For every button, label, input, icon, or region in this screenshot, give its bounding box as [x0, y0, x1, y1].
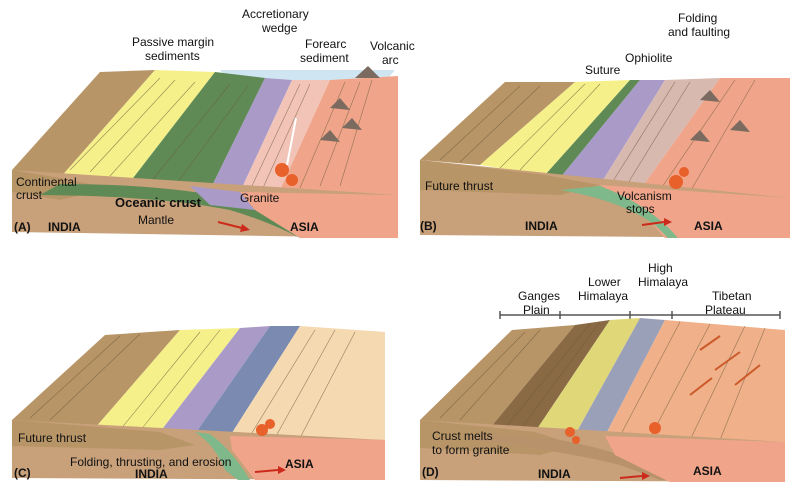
- wedge-section: [190, 186, 255, 210]
- purple-surface-c: [160, 326, 270, 434]
- lower-himalaya-surface: [490, 320, 610, 432]
- underthrust-slab: [470, 434, 680, 480]
- granite-icon: [275, 117, 298, 186]
- label-asia-a: ASIA: [290, 220, 319, 234]
- label-suture: Suture: [585, 63, 621, 77]
- india-section-b: [420, 160, 600, 195]
- oceanic-crust-surface: [130, 72, 265, 190]
- asia-section: [240, 192, 398, 238]
- label-granite: Granite: [240, 191, 280, 205]
- yellow-surface-d: [535, 318, 640, 435]
- asia-surface-b: [640, 78, 790, 198]
- motion-arrow-d: [619, 475, 643, 479]
- motion-arrow: [217, 221, 243, 229]
- surface-texture-d: [439, 321, 766, 441]
- granite-icon-d: [565, 422, 661, 444]
- passive-margin-surface: [60, 70, 215, 182]
- arrow-head-c: [278, 466, 286, 474]
- motion-arrow-c: [254, 469, 279, 473]
- granite-icon-b: [669, 167, 689, 189]
- ganges-surface: [420, 325, 575, 428]
- label-future-thrust-b: Future thrust: [425, 179, 494, 193]
- yellow-surface-c: [95, 328, 240, 432]
- label-asia-b: ASIA: [694, 219, 723, 233]
- panel-c: Future thrust Folding, thrusting, and er…: [12, 326, 385, 481]
- label-india-b: INDIA: [525, 219, 558, 233]
- label-future-thrust-c: Future thrust: [18, 431, 87, 445]
- panel-letter-a: (A): [14, 220, 31, 234]
- asia-section-b: [600, 185, 790, 238]
- label-india-d: INDIA: [538, 467, 571, 481]
- continental-shelf-surface: [12, 70, 155, 178]
- accretionary-wedge-surface: [210, 78, 292, 192]
- arrow-head: [240, 224, 250, 232]
- surface-texture-c: [29, 329, 356, 439]
- label-mantle: Mantle: [138, 213, 174, 227]
- asia-section-d: [605, 436, 785, 482]
- label-asia-c: ASIA: [285, 457, 314, 471]
- motion-arrow-b: [641, 221, 665, 226]
- panel-letter-c: (C): [14, 466, 31, 480]
- india-surface-b: [420, 82, 575, 165]
- yellow-surface-b: [480, 80, 630, 175]
- label-ophiolite: Ophiolite: [625, 51, 673, 65]
- arrow-head-d: [642, 472, 650, 480]
- tibet-surface: [605, 320, 785, 442]
- panel-letter-b: (B): [420, 219, 437, 233]
- india-section-c: [12, 420, 195, 450]
- india-surface-c: [12, 330, 180, 428]
- asia-section-c: [230, 436, 385, 480]
- label-oceanic-crust: Oceanic crust: [115, 195, 202, 210]
- volcano-icons: [320, 66, 380, 142]
- panel-letter-d: (D): [422, 465, 439, 479]
- tibet-streaks: [689, 335, 761, 396]
- high-himalaya-surface: [575, 318, 665, 436]
- surface-texture: [69, 77, 373, 191]
- asia-surface-c: [230, 326, 385, 440]
- label-india-a: INDIA: [48, 220, 81, 234]
- label-folding-thrusting-erosion: Folding, thrusting, and erosion: [70, 455, 231, 469]
- region-scale-ticks: [499, 311, 781, 319]
- slab-c: [195, 432, 250, 480]
- suture-surface-b: [545, 80, 640, 178]
- volcano-icons-b: [690, 90, 750, 142]
- label-asia-d: ASIA: [693, 464, 722, 478]
- ophiolite-surface-b: [560, 80, 665, 185]
- slab-b: [560, 186, 678, 238]
- folded-surface-b: [600, 78, 720, 190]
- label-india-c: INDIA: [135, 467, 168, 481]
- mountain-surface-c: [195, 326, 300, 436]
- granite-icon-c: [256, 419, 275, 436]
- arrow-head-b: [664, 218, 672, 226]
